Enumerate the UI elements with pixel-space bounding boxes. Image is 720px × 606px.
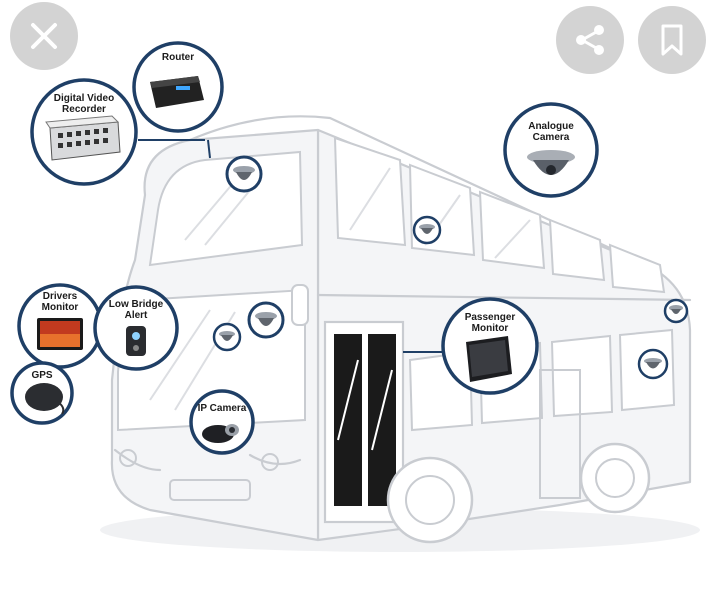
dome-camera-marker xyxy=(412,215,442,245)
share-button[interactable] xyxy=(556,6,624,74)
close-icon xyxy=(31,23,57,49)
router-label: Router xyxy=(162,52,194,63)
gps-antenna-icon xyxy=(25,383,65,415)
bus-illustration xyxy=(100,115,700,552)
gps-label: GPS xyxy=(31,370,52,381)
passenger-monitor-label-line1: Passenger xyxy=(465,312,516,323)
monitor-icon xyxy=(37,318,83,350)
drivers-monitor-label-line1: Drivers xyxy=(43,291,78,302)
close-button[interactable] xyxy=(10,2,78,70)
ip-camera-callout: IP Camera xyxy=(189,389,255,455)
low-bridge-alert-label-line1: Low Bridge xyxy=(109,299,164,310)
dome-camera-marker xyxy=(247,301,285,339)
gps-callout: GPS xyxy=(10,361,74,425)
drivers-monitor-label-line2: Monitor xyxy=(42,302,79,313)
dome-camera-marker xyxy=(225,155,263,193)
low-bridge-alert-label-line2: Alert xyxy=(125,310,148,321)
analogue-camera-callout: Analogue Camera xyxy=(503,102,599,198)
dome-camera-marker xyxy=(663,298,689,324)
bookmark-icon xyxy=(661,24,683,56)
dome-camera-marker xyxy=(637,348,669,380)
dvr-callout: Digital Video Recorder xyxy=(30,78,138,186)
dvr-label-line1: Digital Video xyxy=(54,93,114,104)
dvr-connector-drop xyxy=(207,139,211,159)
low-bridge-alert-callout: Low Bridge Alert xyxy=(93,285,179,371)
dvr-label-line2: Recorder xyxy=(62,104,106,115)
router-icon xyxy=(150,76,204,108)
bookmark-button[interactable] xyxy=(638,6,706,74)
analogue-camera-label-line1: Analogue xyxy=(528,121,574,132)
monitor-icon xyxy=(466,336,512,382)
dome-camera-marker xyxy=(212,322,242,352)
drivers-monitor-callout: Drivers Monitor xyxy=(17,283,103,369)
analogue-camera-label-line2: Camera xyxy=(533,132,570,143)
dome-camera-icon xyxy=(527,150,575,175)
passenger-monitor-label-line2: Monitor xyxy=(472,323,509,334)
share-icon xyxy=(576,25,604,55)
dvr-icon xyxy=(45,115,121,161)
alert-device-icon xyxy=(126,326,146,356)
ip-camera-icon xyxy=(202,424,239,443)
ip-camera-label: IP Camera xyxy=(198,403,247,414)
passenger-monitor-callout: Passenger Monitor xyxy=(441,297,539,395)
router-callout: Router xyxy=(132,41,224,133)
